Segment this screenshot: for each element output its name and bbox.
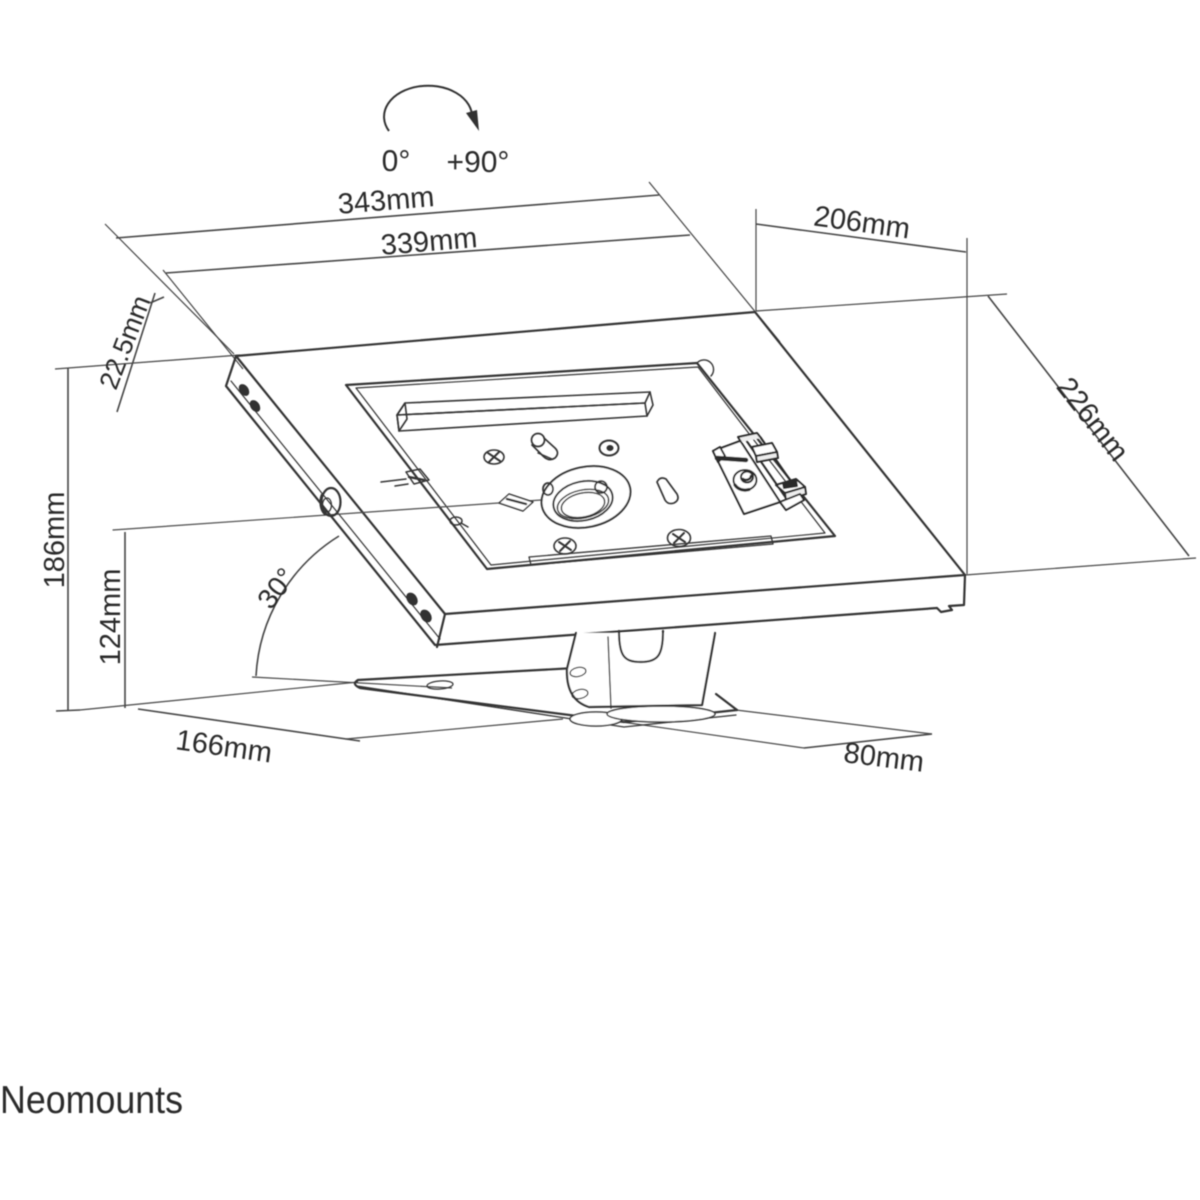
svg-text:+90°: +90°	[447, 146, 510, 179]
svg-text:0°: 0°	[382, 145, 411, 178]
svg-text:343mm: 343mm	[337, 181, 436, 221]
svg-text:186mm: 186mm	[39, 492, 71, 589]
svg-text:Neomounts: Neomounts	[0, 1079, 183, 1122]
svg-text:124mm: 124mm	[95, 569, 127, 666]
svg-text:339mm: 339mm	[380, 222, 479, 262]
